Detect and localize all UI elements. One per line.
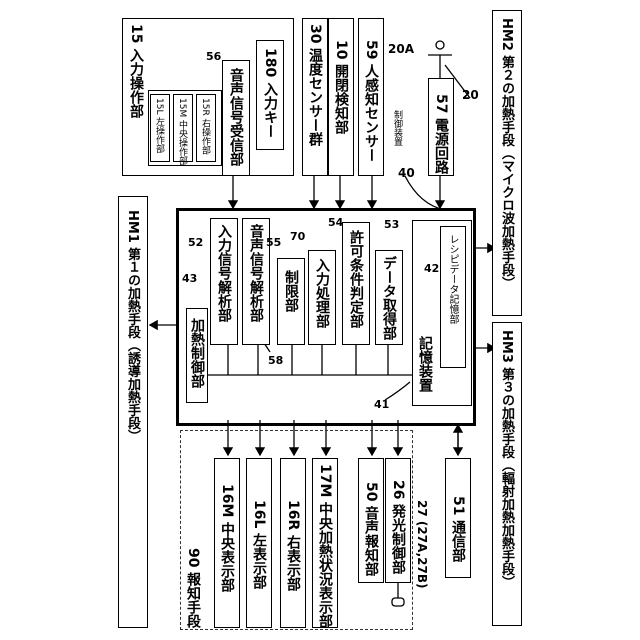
hm1-label: HM1 第１の加熱手段（誘導加熱手段） [126, 210, 139, 442]
disp-center-label: 16M 中央表示部 [220, 484, 234, 592]
num-58: 58 [268, 354, 283, 367]
data-acq-label: データ取得部 [382, 256, 396, 340]
voice-notify-label: 50 音声報知部 [364, 482, 378, 576]
comm-label: 51 通信部 [451, 496, 465, 562]
num-20: 20 [462, 88, 479, 102]
num-54: 54 [328, 216, 343, 229]
num-56: 56 [206, 50, 221, 63]
temp-sensors-label: 30 温度センサー群 [308, 24, 322, 146]
limit-label: 制限部 [284, 270, 298, 312]
input-analysis-label: 入力信号解析部 [217, 224, 231, 322]
input-panel-label: 15 入力操作部 [129, 24, 143, 118]
recipe-label: レシピデータ記憶部 [447, 234, 457, 324]
left-op-label: 15L 左操作部 [154, 98, 163, 153]
open-close-label: 10 開閉検知部 [334, 40, 348, 134]
voice-analysis-label: 音声信号解析部 [249, 224, 263, 322]
permit-label: 許可条件判定部 [349, 230, 363, 328]
input-proc-label: 入力処理部 [315, 258, 329, 328]
num-43: 43 [182, 272, 197, 285]
disp-left-label: 16L 左表示部 [252, 500, 266, 589]
num-20A: 20A [388, 42, 414, 56]
center-op-label: 15M 中央操作部 [177, 98, 186, 165]
num-55: 55 [266, 236, 281, 249]
hm2-label: HM2 第２の加熱手段（マイクロ波加熱手段） [500, 18, 513, 289]
control-device-small-label: 制御装置 [392, 110, 401, 146]
num-42: 42 [424, 262, 439, 275]
notify-group-label: 90 報知手段 [186, 548, 200, 628]
disp-right-label: 16R 右表示部 [286, 500, 300, 591]
disp-status-label: 17M 中央加熱状況表示部 [318, 464, 332, 628]
num-53: 53 [384, 218, 399, 231]
num-52: 52 [188, 236, 203, 249]
num-41: 41 [374, 398, 389, 411]
hm3-label: HM3 第３の加熱手段（輻射加熱加熱手段） [500, 330, 513, 588]
voice-receiver-label: 音声信号受信部 [229, 68, 243, 166]
memory-label: 記憶装置 [418, 336, 432, 392]
power-circuit-label: 57 電源回路 [434, 94, 448, 174]
num-40: 40 [398, 166, 415, 180]
light-ctrl-label: 26 発光制御部 [391, 480, 405, 574]
human-sensor-label: 59 人感知センサー [364, 40, 378, 162]
num-70: 70 [290, 230, 305, 243]
input-key-label: 180 入力キー [263, 48, 277, 138]
right-op-label: 15R 右操作部 [200, 98, 209, 155]
num-27-label: 27 (27A,27B) [416, 500, 428, 588]
heat-control-label: 加熱制御部 [190, 318, 204, 388]
